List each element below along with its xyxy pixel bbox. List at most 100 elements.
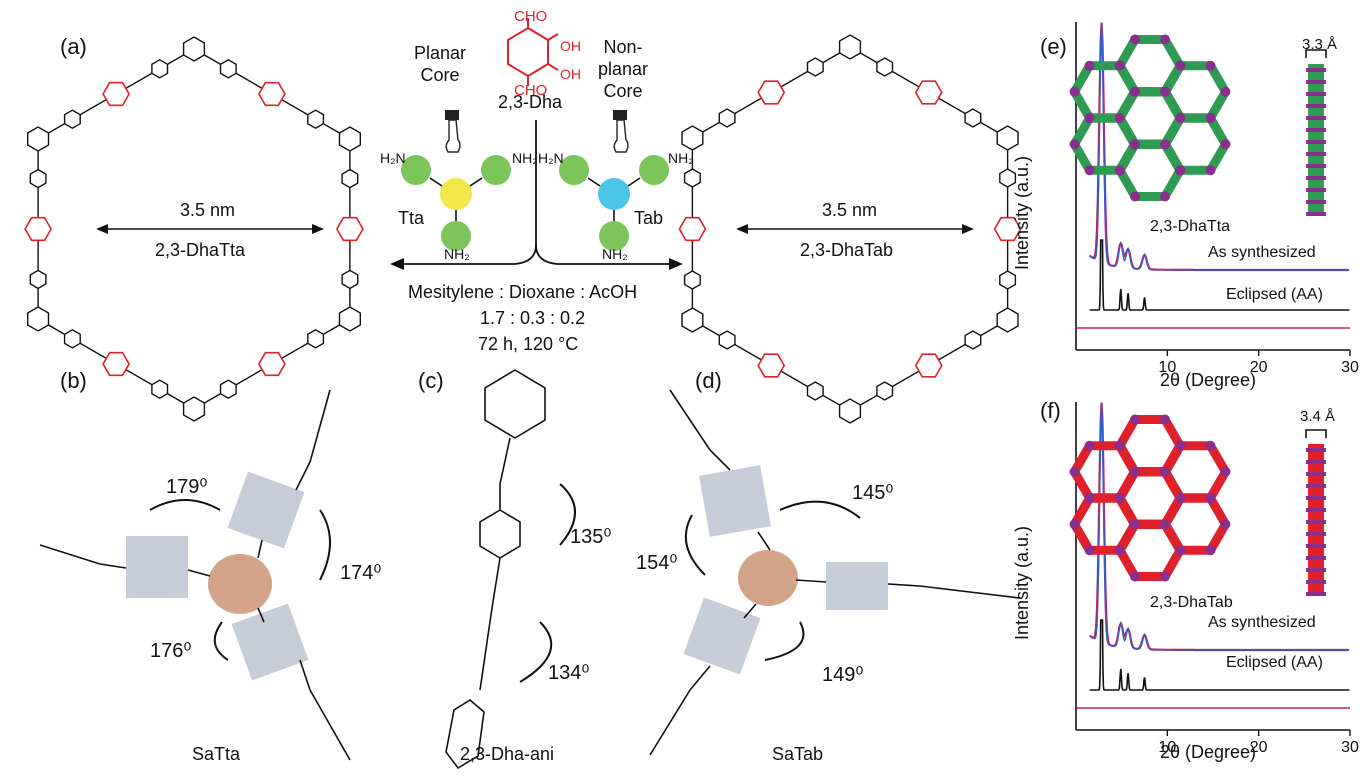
cof-model-node — [1069, 519, 1080, 530]
chart-f-legend-sim: Eclipsed (AA) — [1226, 654, 1323, 671]
cof-model-node — [1175, 165, 1185, 176]
cof-model-node — [1084, 492, 1095, 503]
stacking-layer — [1306, 140, 1326, 144]
stacking-layer — [1306, 188, 1326, 192]
cof-model-node — [1160, 34, 1170, 45]
tab-nh2-left: H₂N — [538, 150, 564, 166]
core-node — [338, 306, 361, 332]
cof-model-node — [1205, 492, 1216, 503]
planar-core-label: Planar Core — [414, 43, 467, 85]
stacking-layer — [1306, 544, 1326, 548]
cof-model-node — [1160, 139, 1170, 150]
cof-model-node — [1130, 34, 1140, 45]
hand-right-icon — [613, 110, 629, 153]
stacking-layer — [1306, 484, 1326, 488]
cof-model-node — [1084, 60, 1095, 71]
dha-linker — [24, 216, 53, 242]
tab-molecule — [559, 155, 669, 251]
series-eclipsed-aa — [1089, 239, 1350, 311]
chart-e-legend-exp: As synthesized — [1208, 244, 1316, 261]
core-node — [681, 125, 704, 151]
oh-top-1: OH — [560, 38, 581, 54]
stacking-layer — [1306, 556, 1326, 560]
dha-linker — [102, 81, 131, 107]
cof-model-node — [1160, 466, 1171, 477]
stacking-layer — [1306, 212, 1326, 216]
stacking-layer — [1306, 580, 1326, 584]
stacking-layer — [1306, 520, 1326, 524]
label-f: (f) — [1040, 398, 1061, 423]
cof-model-node — [1129, 139, 1140, 150]
cof-model-node — [1175, 545, 1185, 556]
core-node — [838, 398, 862, 424]
chart-f-xlabel: 2θ (Degree) — [1160, 742, 1257, 762]
stacking-bracket — [1305, 49, 1327, 58]
stacking-layer — [1306, 176, 1326, 180]
phenyl-ring — [964, 330, 982, 350]
cof-left-pore-size: 3.5 nm — [180, 200, 236, 220]
core-node — [182, 36, 206, 62]
satta-name: SaTta — [192, 744, 241, 764]
phenyl-ring — [341, 168, 359, 189]
cof-model-node — [1084, 165, 1095, 176]
phenyl-ring — [999, 270, 1017, 290]
chart-e-xlabel: 2θ (Degree) — [1160, 370, 1257, 390]
cof-model-node — [1115, 60, 1125, 71]
dha-linker — [102, 351, 131, 377]
stacking-layer — [1306, 460, 1326, 464]
stacking-layer — [1306, 152, 1326, 156]
phenyl-ring — [29, 168, 47, 189]
cof-model-node — [1205, 165, 1216, 176]
chart-f-ylabel: Intensity (a.u.) — [1012, 525, 1032, 640]
cof-model-node — [1114, 112, 1125, 123]
dha-linker — [257, 351, 286, 377]
phenyl-ring — [683, 270, 701, 290]
cof-model-node — [1130, 86, 1140, 97]
core-node — [996, 125, 1019, 151]
stacking-layer — [1306, 128, 1326, 132]
cof-model-node — [1160, 86, 1171, 97]
cof-model-pore — [1161, 61, 1230, 123]
stacking-layer — [1306, 592, 1326, 596]
dha-linker — [757, 353, 786, 378]
cof-model-node — [1114, 165, 1125, 176]
stacking-layer — [1306, 496, 1326, 500]
cof-model-node — [1114, 492, 1125, 503]
cof-model-node — [1220, 86, 1231, 97]
tab-nh2-right: NH₂ — [668, 150, 694, 166]
phenyl-ring — [29, 269, 47, 290]
phenyl-ring — [63, 109, 81, 130]
satta-angle-1: 179⁰ — [166, 476, 208, 498]
nonplanar-core-label: Non- planar Core — [598, 37, 649, 101]
dha-linker — [914, 353, 943, 378]
tta-label: Tta — [398, 208, 425, 228]
chart-f-legend-exp: As synthesized — [1208, 614, 1316, 631]
phenyl-ring — [63, 328, 81, 349]
stacking-layer — [1306, 532, 1326, 536]
core-node — [182, 396, 206, 422]
cof-model-node — [1069, 139, 1080, 150]
tta-nh2-bottom: NH₂ — [444, 246, 470, 262]
stacking-bracket — [1305, 429, 1327, 438]
cof-model-node — [1069, 466, 1080, 477]
dha-linker — [335, 216, 364, 242]
phenyl-ring — [999, 168, 1017, 188]
x-tick-label: 20 — [1250, 739, 1268, 756]
dha-ani-angle-1: 135⁰ — [570, 526, 612, 548]
chart-e-stacking: 3.3 Å — [1302, 36, 1338, 53]
core-node — [27, 126, 50, 152]
stacking-layer — [1306, 472, 1326, 476]
crystal-dha-ani — [445, 369, 576, 770]
cof-right-pore-size: 3.5 nm — [822, 200, 878, 220]
hand-left-icon — [445, 110, 461, 153]
dha-ani-name: 2,3-Dha-ani — [460, 744, 555, 764]
satta-angle-3: 176⁰ — [150, 640, 192, 662]
satta-angle-2: 174⁰ — [340, 562, 382, 584]
cof-model-node — [1205, 545, 1216, 556]
dha-linker — [914, 80, 943, 105]
satab-name: SaTab — [772, 744, 824, 764]
series-pawley-fit — [1089, 22, 1350, 271]
label-c: (c) — [418, 368, 444, 393]
cho-top: CHO — [514, 8, 548, 25]
satab-angle-2: 154⁰ — [636, 552, 678, 574]
